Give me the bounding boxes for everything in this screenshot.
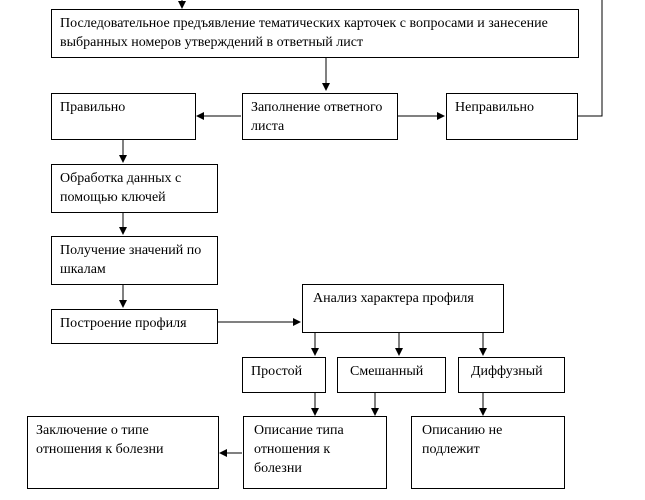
node-profile-analysis: Анализ характера профиля xyxy=(302,284,504,333)
node-data-processing: Обработка данных с помощью ключей xyxy=(51,164,218,213)
node-scale-values: Получение значений по шкалам xyxy=(51,236,218,285)
connector-incorrect-loop xyxy=(578,0,603,117)
node-not-described: Описанию не подлежит xyxy=(411,416,565,489)
node-build-profile: Построение профиля xyxy=(51,309,218,344)
node-incorrect: Неправильно xyxy=(446,93,578,140)
node-fill-answer-sheet: Заполнение ответного листа xyxy=(242,93,398,140)
node-type-simple: Простой xyxy=(242,357,326,393)
node-type-description: Описание типа отношения к болезни xyxy=(243,416,387,489)
node-type-diffuse: Диффузный xyxy=(458,357,565,393)
node-correct: Правильно xyxy=(51,93,196,140)
node-sequential-presentation: Последовательное предъявление тематическ… xyxy=(51,9,579,58)
node-conclusion: Заключение о типе отношения к болезни xyxy=(27,416,219,489)
node-type-mixed: Смешанный xyxy=(337,357,446,393)
